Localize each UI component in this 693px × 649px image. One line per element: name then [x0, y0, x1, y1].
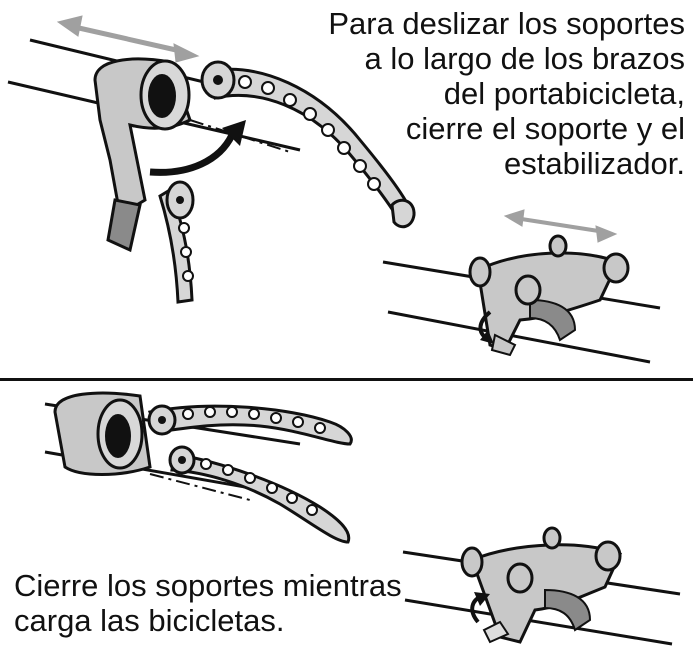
cradle-strap-upper: [147, 404, 353, 446]
cradle-strap-upper: [200, 60, 416, 229]
slide-arrow-icon: [503, 209, 618, 243]
bottom-illustration-panel: Cierre los soportes mientras carga las b…: [0, 382, 693, 649]
caption-line: estabilizador.: [504, 146, 685, 181]
bike-cradle: [93, 57, 192, 253]
rotate-arrow-icon: [470, 592, 490, 624]
closed-cradle: [460, 526, 623, 644]
cradle-strap-lower: [168, 445, 351, 544]
rotate-arrow-icon: [149, 120, 246, 176]
pivot-axis-line: [149, 473, 251, 501]
section-divider: [0, 378, 693, 381]
rack-arm-line: [404, 598, 673, 646]
caption-line: Cierre los soportes mientras: [14, 568, 402, 603]
cradle-strap-lower: [158, 180, 195, 304]
caption-line: a lo largo de los brazos: [364, 41, 685, 76]
caption-line: Para deslizar los soportes: [328, 6, 685, 41]
top-illustration-panel: Para deslizar los soportes a lo largo de…: [7, 6, 685, 364]
caption-line: cierre el soporte y el: [405, 111, 685, 146]
rotate-arrow-icon: [478, 310, 494, 344]
closed-cradle: [468, 234, 630, 357]
top-illustration: [7, 15, 661, 364]
rack-arm-line: [387, 310, 651, 364]
bottom-illustration: [44, 391, 681, 646]
bike-cradle: [53, 391, 152, 476]
bottom-instruction-text: Cierre los soportes mientras carga las b…: [14, 568, 402, 638]
pivot-axis-line: [189, 119, 291, 153]
caption-line: del portabicicleta,: [443, 76, 685, 111]
caption-line: carga las bicicletas.: [14, 603, 285, 638]
top-instruction-text: Para deslizar los soportes a lo largo de…: [328, 6, 685, 181]
slide-arrow-icon: [56, 15, 200, 63]
